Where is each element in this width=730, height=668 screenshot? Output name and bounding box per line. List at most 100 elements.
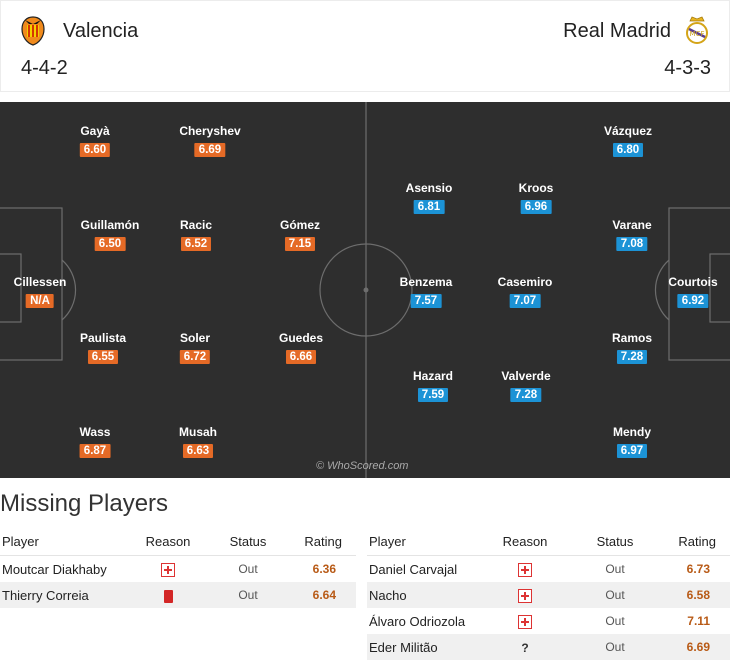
header-status[interactable]: Status [229, 534, 267, 549]
player-name: Casemiro [497, 275, 553, 289]
player-name: Cillessen [13, 275, 67, 289]
player-rating: 7.15 [284, 237, 316, 251]
home-player[interactable]: Racic 6.52 [180, 218, 212, 251]
reason-cell [128, 561, 208, 577]
player-name: Hazard [412, 369, 454, 383]
player-rating: 7.08 [616, 237, 648, 251]
rating-cell: 6.58 [686, 588, 710, 602]
away-player[interactable]: Mendy 6.97 [613, 425, 651, 458]
player-name: Kroos [518, 181, 554, 195]
header-rating[interactable]: Rating [304, 534, 342, 549]
player-rating: 6.69 [194, 143, 226, 157]
header-reason[interactable]: Reason [145, 534, 191, 549]
reason-cell [485, 561, 565, 577]
status-cell: Out [238, 588, 258, 602]
home-goalkeeper[interactable]: Cillessen N/A [13, 275, 67, 308]
home-player[interactable]: Cheryshev 6.69 [179, 124, 241, 157]
missing-player-name[interactable]: Daniel Carvajal [369, 561, 458, 577]
player-name: Musah [178, 425, 218, 439]
player-rating: 6.66 [285, 350, 317, 364]
away-player[interactable]: Asensio 6.81 [406, 181, 452, 214]
injury-icon [518, 614, 532, 629]
home-player[interactable]: Guedes 6.66 [279, 331, 323, 364]
player-name: Ramos [611, 331, 653, 345]
header-player[interactable]: Player [369, 534, 406, 549]
away-missing-table: Player Reason Status Rating Daniel Carva… [367, 528, 730, 660]
red-card-icon [163, 589, 173, 603]
home-missing-table: Player Reason Status Rating Moutcar Diak… [0, 528, 356, 608]
table-row[interactable]: Thierry Correia Out 6.64 [0, 582, 356, 608]
table-row[interactable]: Álvaro Odriozola Out 7.11 [367, 608, 730, 634]
reason-cell [485, 587, 565, 603]
missing-player-name[interactable]: Eder Militão [369, 639, 438, 655]
missing-player-name[interactable]: Thierry Correia [2, 587, 89, 603]
player-name: Gayà [80, 124, 110, 138]
away-formation: 4-3-3 [664, 57, 711, 79]
player-rating: 7.07 [509, 294, 541, 308]
player-name: Vázquez [603, 124, 653, 138]
away-team-name: Real Madrid [563, 19, 671, 42]
away-goalkeeper[interactable]: Courtois 6.92 [668, 275, 718, 308]
missing-player-name[interactable]: Nacho [369, 587, 407, 603]
player-rating: 6.96 [520, 200, 552, 214]
player-rating: 6.97 [616, 444, 648, 458]
player-name: Mendy [612, 425, 652, 439]
away-player[interactable]: Valverde 7.28 [501, 369, 551, 402]
home-player[interactable]: Gómez 7.15 [280, 218, 320, 251]
header-reason[interactable]: Reason [502, 534, 548, 549]
player-rating: 6.63 [182, 444, 214, 458]
pitch: Gayà 6.60 Cheryshev 6.69 Guillamón 6.50 … [0, 102, 730, 478]
home-player[interactable]: Gayà 6.60 [79, 124, 111, 157]
missing-player-name[interactable]: Moutcar Diakhaby [2, 561, 107, 577]
match-header: Valencia 4-4-2 Real Madrid MCF 4-3-3 [0, 0, 730, 92]
rating-cell: 6.73 [686, 562, 710, 576]
header-player[interactable]: Player [2, 534, 39, 549]
player-rating: 6.92 [677, 294, 709, 308]
table-header: Player Reason Status Rating [0, 528, 356, 556]
away-player[interactable]: Hazard 7.59 [413, 369, 453, 402]
injury-icon [161, 562, 175, 577]
home-player[interactable]: Guillamón 6.50 [80, 218, 140, 251]
unknown-reason-icon: ? [521, 640, 529, 655]
player-name: Racic [179, 218, 213, 232]
table-row[interactable]: Moutcar Diakhaby Out 6.36 [0, 556, 356, 582]
player-rating: 7.28 [510, 388, 542, 402]
reason-cell [485, 613, 565, 629]
away-player[interactable]: Vázquez 6.80 [604, 124, 652, 157]
player-name: Courtois [668, 275, 718, 289]
table-header: Player Reason Status Rating [367, 528, 730, 556]
away-player[interactable]: Varane 7.08 [612, 218, 652, 251]
player-name: Guillamón [80, 218, 140, 232]
svg-text:MCF: MCF [690, 30, 705, 38]
missing-player-name[interactable]: Álvaro Odriozola [369, 613, 466, 629]
player-rating: 6.50 [94, 237, 126, 251]
player-name: Varane [612, 218, 652, 232]
player-name: Cheryshev [179, 124, 241, 138]
table-row[interactable]: Eder Militão ? Out 6.69 [367, 634, 730, 660]
home-player[interactable]: Soler 6.72 [179, 331, 211, 364]
player-rating: 6.72 [179, 350, 211, 364]
home-player[interactable]: Paulista 6.55 [80, 331, 126, 364]
home-team[interactable]: Valencia [19, 15, 138, 47]
player-rating: 6.52 [180, 237, 212, 251]
away-player[interactable]: Casemiro 7.07 [497, 275, 553, 308]
player-rating: 7.28 [616, 350, 648, 364]
away-player[interactable]: Kroos 6.96 [518, 181, 554, 214]
home-formation: 4-4-2 [21, 57, 68, 79]
header-status[interactable]: Status [596, 534, 634, 549]
reason-cell [128, 587, 208, 603]
home-player[interactable]: Musah 6.63 [179, 425, 217, 458]
away-player[interactable]: Ramos 7.28 [612, 331, 652, 364]
player-name: Gómez [279, 218, 321, 232]
player-name: Soler [179, 331, 211, 345]
player-rating: 6.55 [87, 350, 119, 364]
missing-players-title: Missing Players [0, 490, 169, 517]
away-player[interactable]: Benzema 7.57 [400, 275, 452, 308]
table-row[interactable]: Nacho Out 6.58 [367, 582, 730, 608]
away-team[interactable]: Real Madrid MCF [563, 15, 711, 47]
home-player[interactable]: Wass 6.87 [80, 425, 110, 458]
real-madrid-crest-icon: MCF [686, 16, 708, 44]
valencia-bat-crest-icon [21, 16, 45, 46]
header-rating[interactable]: Rating [678, 534, 716, 549]
table-row[interactable]: Daniel Carvajal Out 6.73 [367, 556, 730, 582]
